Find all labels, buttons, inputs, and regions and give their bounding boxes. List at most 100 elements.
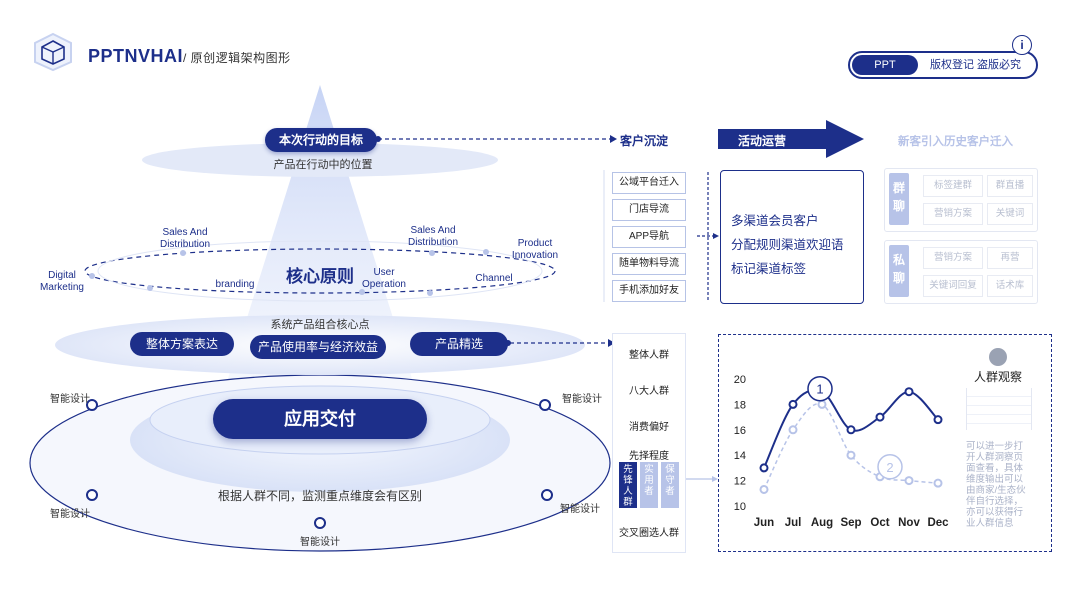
segment-column: 整体人群 八大人群 消费偏好 先择程度 先锋人群 实用者 保守者 交叉圈选人群 <box>612 333 686 553</box>
x-tick-label: Dec <box>927 517 949 529</box>
group-chat-label: 群聊 <box>889 173 909 225</box>
selection-pill[interactable]: 产品精选 <box>410 332 508 356</box>
principle-ring-outer <box>97 240 543 302</box>
segment-item[interactable]: 八大人群 <box>629 386 669 397</box>
ring-label: Product Innovation <box>511 238 559 261</box>
marker-1-circle <box>807 375 833 402</box>
chart-frame <box>718 334 1052 552</box>
segment-item[interactable]: 先择程度 <box>629 451 669 462</box>
base-node <box>539 399 551 411</box>
base-node <box>86 399 98 411</box>
usage-pill[interactable]: 产品使用率与经济效益 <box>250 335 386 359</box>
segment-pioneer[interactable]: 先锋人群 <box>619 462 637 508</box>
group-chat-box: 群聊 标签建群 群直播 营销方案 关键词 <box>884 168 1038 232</box>
series-point-2 <box>817 399 827 409</box>
x-tick-label: Nov <box>898 517 920 529</box>
step-new-customer: 新客引入历史客户迁入 <box>898 136 1013 148</box>
top-disc <box>142 143 498 177</box>
x-tick-label: Jul <box>785 517 802 529</box>
series-point-2 <box>788 425 798 435</box>
segment-conservative[interactable]: 保守者 <box>661 462 679 508</box>
series-point-1 <box>759 463 769 473</box>
member-line: 多渠道会员客户 <box>731 214 819 228</box>
group-tag[interactable]: 营销方案 <box>923 203 983 225</box>
y-tick-label: 14 <box>734 450 746 462</box>
segment-item[interactable]: 消费偏好 <box>629 422 669 433</box>
goal-pill[interactable]: 本次行动的目标 <box>265 128 377 152</box>
base-node-label: 智能设计 <box>50 394 90 405</box>
private-chat-label: 私聊 <box>889 245 909 297</box>
y-tick-label: 18 <box>734 399 746 411</box>
toggle-ppt[interactable]: PPT <box>852 55 918 75</box>
series-point-1 <box>875 412 885 422</box>
series-point-2 <box>759 484 769 494</box>
delivery-pill[interactable]: 应用交付 <box>213 399 427 439</box>
solution-pill[interactable]: 整体方案表达 <box>130 332 234 356</box>
series-point-1 <box>846 425 856 435</box>
segment-item[interactable]: 交叉圈选人群 <box>619 528 679 539</box>
ring-label: Channel <box>475 273 513 284</box>
private-tag[interactable]: 营销方案 <box>923 247 983 269</box>
ring-label: branding <box>215 279 255 290</box>
channel-item[interactable]: 手机添加好友 <box>612 280 686 302</box>
ring-label: User Operation <box>362 267 406 290</box>
principle-ring <box>84 248 556 294</box>
series-point-2 <box>933 478 943 488</box>
x-tick-label: Aug <box>811 517 833 529</box>
series-point-1 <box>788 399 798 409</box>
goal-subtitle: 产品在行动中的位置 <box>273 159 373 171</box>
marker-2-circle <box>877 454 903 480</box>
base-node <box>86 489 98 501</box>
step-activity-operation: 活动运营 <box>738 134 787 148</box>
segment-practical[interactable]: 实用者 <box>640 462 658 508</box>
member-line: 分配规则渠道欢迎语 <box>731 238 844 252</box>
segment-item[interactable]: 整体人群 <box>629 350 669 361</box>
series-point-1 <box>933 415 943 425</box>
core-title: 核心原则 <box>286 267 354 286</box>
group-tag[interactable]: 群直播 <box>987 175 1033 197</box>
ring-label: Digital Marketing <box>40 270 84 293</box>
ring-label: Sales And Distribution <box>159 227 211 250</box>
mode-toggle[interactable]: PPT 版权登记 盗版必究 <box>848 51 1038 79</box>
toggle-copyright[interactable]: 版权登记 盗版必究 <box>930 59 1022 71</box>
observation-text: 可以进一步打开人群洞察页面查看，具体维度输出可以由商家/生态伙伴自行选择，亦可以… <box>966 441 1026 529</box>
channel-item[interactable]: 随单物料导流 <box>612 253 686 275</box>
marker-1-label: 1 <box>816 382 823 397</box>
group-tag[interactable]: 关键词 <box>987 203 1033 225</box>
channel-item[interactable]: 门店导流 <box>612 199 686 221</box>
brand-title: PPTNVHAI/ 原创逻辑架构图形 <box>88 46 291 66</box>
channel-item[interactable]: 公域平台迁入 <box>612 172 686 194</box>
private-tag[interactable]: 关键词回复 <box>923 275 983 297</box>
channel-item[interactable]: APP导航 <box>612 226 686 248</box>
y-tick-label: 10 <box>734 501 746 513</box>
x-tick-label: Jun <box>754 517 774 529</box>
private-chat-box: 私聊 营销方案 再营 关键词回复 话术库 <box>884 240 1038 304</box>
member-rules-box: 多渠道会员客户 分配规则渠道欢迎语 标记渠道标签 <box>720 170 864 304</box>
core-subtitle: 系统产品组合核心点 <box>270 319 370 331</box>
series-line-2 <box>763 402 939 490</box>
private-tag[interactable]: 再营 <box>987 247 1033 269</box>
base-subtitle: 根据人群不同，监测重点维度会有区别 <box>217 489 422 503</box>
x-tick-label: Oct <box>870 517 889 529</box>
y-tick-label: 20 <box>734 374 746 386</box>
base-node <box>541 489 553 501</box>
marker-2-label: 2 <box>886 460 893 475</box>
step-customer-retention: 客户沉淀 <box>620 134 669 148</box>
avatar-icon <box>989 348 1007 366</box>
observation-card <box>966 388 1032 430</box>
x-tick-label: Sep <box>840 517 861 529</box>
base-node <box>314 517 326 529</box>
private-tag[interactable]: 话术库 <box>987 275 1033 297</box>
member-line: 标记渠道标签 <box>731 262 807 276</box>
group-tag[interactable]: 标签建群 <box>923 175 983 197</box>
series-point-2 <box>904 476 914 486</box>
base-node-label: 智能设计 <box>562 394 602 405</box>
info-icon[interactable]: i <box>1012 35 1032 55</box>
flow-arrow <box>718 120 864 158</box>
cube-icon <box>32 32 74 72</box>
base-node-label: 智能设计 <box>300 537 340 548</box>
observation-title: 人群观察 <box>966 368 1030 390</box>
y-tick-label: 16 <box>734 425 746 437</box>
base-node-label: 智能设计 <box>560 504 600 515</box>
